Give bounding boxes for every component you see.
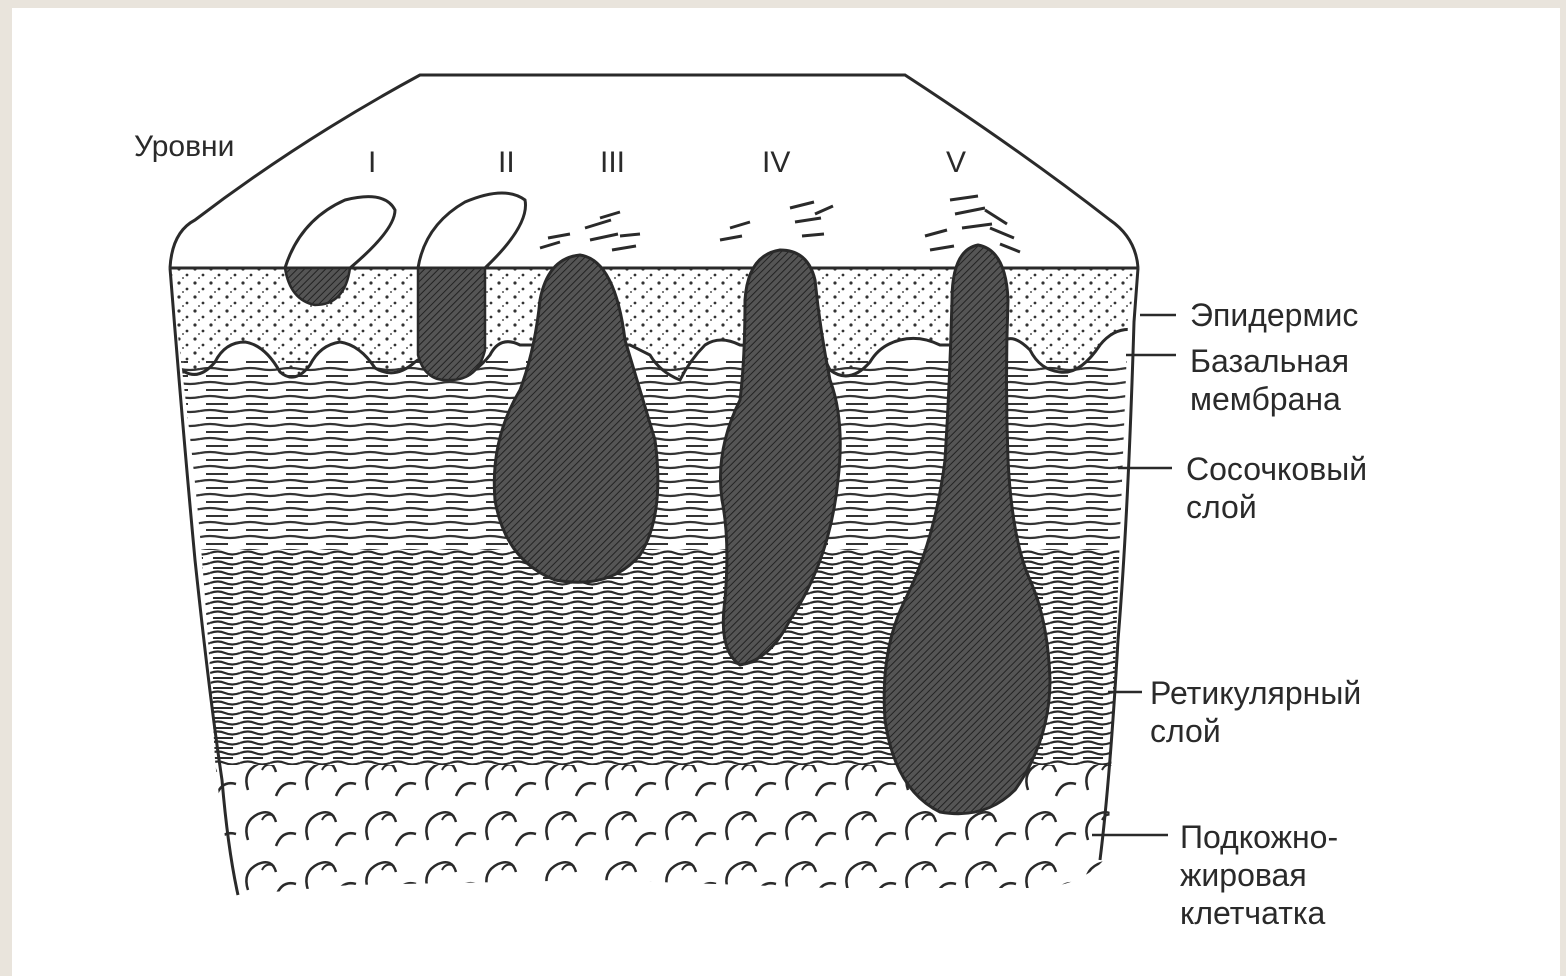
level-iii-label: III <box>600 146 625 179</box>
level-iv-label: IV <box>762 146 790 179</box>
tumor-level-iii-spikes <box>540 212 640 250</box>
levels-title: Уровни <box>134 130 234 163</box>
level-v-label: V <box>946 146 966 179</box>
tumor-level-v-spikes <box>925 196 1020 252</box>
level-i-loop <box>285 197 395 268</box>
epidermis-label: Эпидермис <box>1190 297 1358 333</box>
basal-membrane-label-1: Базальная <box>1190 343 1349 379</box>
reticular-layer-label-1: Ретикулярный <box>1150 675 1361 711</box>
level-i-label: I <box>368 146 376 179</box>
level-ii-loop <box>418 193 526 268</box>
subcutis-label-1: Подкожно- <box>1180 819 1338 855</box>
papillary-layer-label-2: слой <box>1186 489 1257 525</box>
basal-membrane-label-2: мембрана <box>1190 381 1341 417</box>
tumor-level-ii <box>418 268 485 380</box>
subcutis-label-2: жировая <box>1180 857 1307 893</box>
reticular-layer-label-2: слой <box>1150 713 1221 749</box>
subcutis-label-3: клетчатка <box>1180 895 1326 931</box>
tumor-level-iv-spikes <box>720 202 833 240</box>
skin-surface-outline <box>170 75 1138 268</box>
papillary-layer-label-1: Сосочковый <box>1186 451 1367 487</box>
level-ii-label: II <box>498 146 515 179</box>
